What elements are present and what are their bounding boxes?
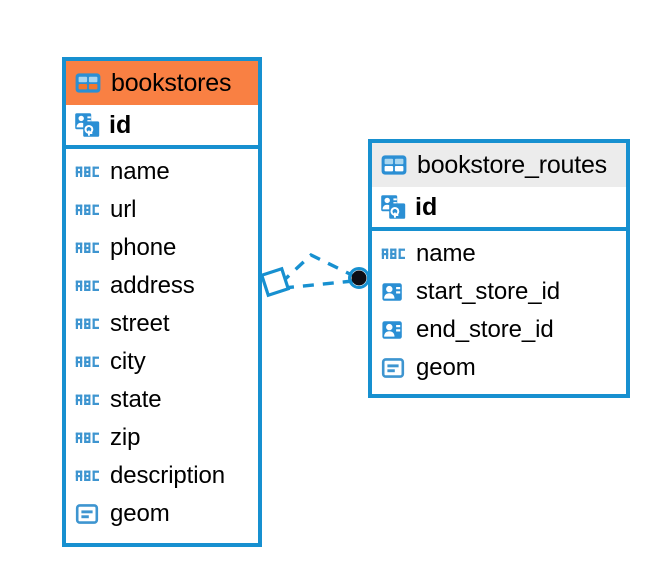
field-row-state[interactable]: state <box>66 381 258 419</box>
primary-key-icon <box>380 194 408 220</box>
diamond-marker <box>259 266 291 298</box>
text-abc-icon <box>381 245 407 263</box>
text-abc-icon <box>75 163 101 181</box>
field-list-bookstores: name <box>66 149 258 536</box>
entity-title-bookstore-routes: bookstore_routes <box>417 150 607 179</box>
foreign-key-icon <box>381 281 407 303</box>
field-label-start-store-id: start_store_id <box>416 278 561 305</box>
field-label-description: description <box>110 462 225 489</box>
field-label-end-store-id: end_store_id <box>416 316 554 343</box>
field-row-street[interactable]: street <box>66 305 258 343</box>
field-label-street: street <box>110 310 170 337</box>
field-label-url: url <box>110 196 137 223</box>
geometry-icon <box>381 356 407 380</box>
field-label-zip: zip <box>110 424 141 451</box>
field-row-geom[interactable]: geom <box>66 495 258 533</box>
field-row-name[interactable]: name <box>372 235 626 273</box>
field-row-city[interactable]: city <box>66 343 258 381</box>
field-row-url[interactable]: url <box>66 191 258 229</box>
text-abc-icon <box>75 353 101 371</box>
geometry-icon <box>75 502 101 526</box>
field-row-end-store-id[interactable]: end_store_id <box>372 311 626 349</box>
field-label-name: name <box>110 158 170 185</box>
text-abc-icon <box>75 315 101 333</box>
text-abc-icon <box>75 277 101 295</box>
field-label-geom: geom <box>110 500 170 527</box>
text-abc-icon <box>75 239 101 257</box>
entity-header-bookstores[interactable]: bookstores <box>66 61 258 105</box>
field-label-city: city <box>110 348 146 375</box>
entity-title-bookstores: bookstores <box>111 68 232 97</box>
primary-key-row-bookstore-routes[interactable]: id <box>372 187 626 231</box>
field-label-address: address <box>110 272 195 299</box>
field-row-name[interactable]: name <box>66 153 258 191</box>
field-row-address[interactable]: address <box>66 267 258 305</box>
primary-key-label-bookstores: id <box>109 110 132 139</box>
relationship-line-lower <box>282 279 354 290</box>
primary-key-label-bookstore-routes: id <box>415 192 438 221</box>
foreign-key-icon <box>381 319 407 341</box>
entity-bookstores[interactable]: bookstores id <box>62 57 262 547</box>
entity-header-bookstore-routes[interactable]: bookstore_routes <box>372 143 626 187</box>
field-label-state: state <box>110 386 162 413</box>
text-abc-icon <box>75 391 101 409</box>
text-abc-icon <box>75 429 101 447</box>
field-row-start-store-id[interactable]: start_store_id <box>372 273 626 311</box>
filled-circle-marker <box>348 267 370 289</box>
table-icon <box>74 71 102 95</box>
field-label-name: name <box>416 240 476 267</box>
field-row-description[interactable]: description <box>66 457 258 495</box>
field-list-bookstore-routes: name start_store_id <box>372 231 626 390</box>
relationship-line-upper <box>279 252 355 285</box>
primary-key-row-bookstores[interactable]: id <box>66 105 258 149</box>
text-abc-icon <box>75 201 101 219</box>
table-icon <box>380 153 408 177</box>
primary-key-icon <box>74 112 102 138</box>
field-row-zip[interactable]: zip <box>66 419 258 457</box>
field-row-phone[interactable]: phone <box>66 229 258 267</box>
field-label-geom: geom <box>416 354 476 381</box>
text-abc-icon <box>75 467 101 485</box>
entity-bookstore-routes[interactable]: bookstore_routes id <box>368 139 630 398</box>
field-row-geom[interactable]: geom <box>372 349 626 387</box>
field-label-phone: phone <box>110 234 177 261</box>
